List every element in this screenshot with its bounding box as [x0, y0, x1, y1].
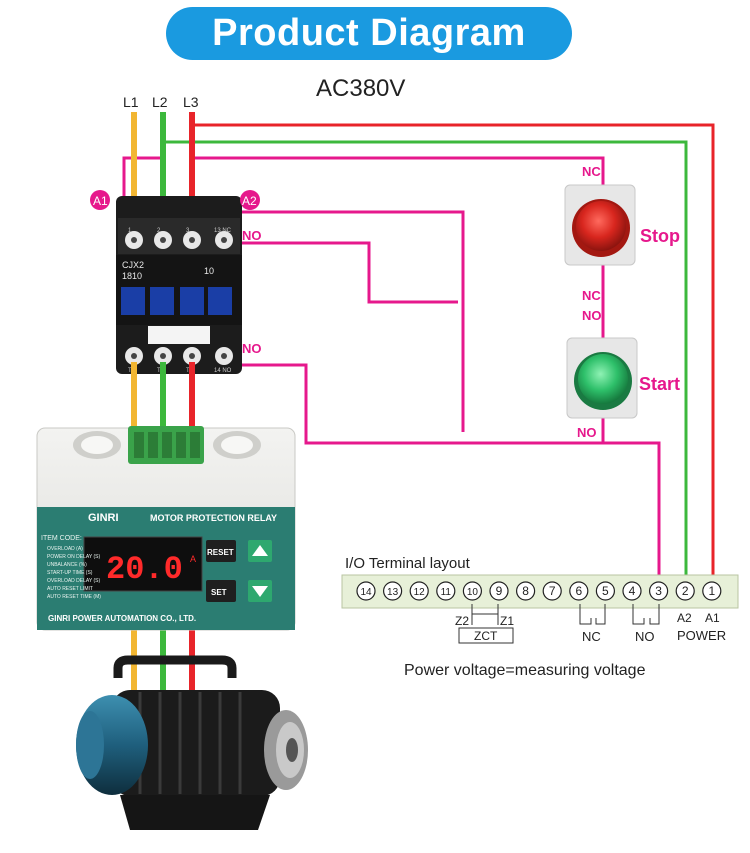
terminal-label-3: 3 [186, 228, 190, 234]
phase-label-l2: L2 [152, 94, 168, 110]
terminal-list: 14 13 12 11 10 9 8 7 6 5 4 3 2 1 [356, 581, 722, 601]
relay-brand: GINRI [88, 512, 119, 524]
wire-l2-power-a2 [163, 140, 688, 580]
terminal-label-2: 2 [157, 228, 161, 234]
terminal-12-label: 12 [414, 587, 426, 598]
terminal-12-circle [409, 581, 429, 601]
label-zct: ZCT [474, 629, 498, 643]
marker-a2 [240, 190, 260, 210]
label-power: POWER [677, 628, 726, 643]
wire-start-no-14 [240, 363, 605, 445]
label-z1: Z1 [500, 614, 514, 628]
terminal-label-1: 1 [128, 228, 132, 234]
relay-display-value: 20.0 [106, 551, 183, 588]
terminal-13-label: 13 [387, 587, 399, 598]
contactor-no-bottom: NO [242, 341, 262, 356]
relay-name: MOTOR PROTECTION RELAY [150, 513, 277, 523]
contactor-no-top: NO [242, 228, 262, 243]
supply-voltage-label: AC380V [316, 75, 405, 102]
terminal-8-circle [515, 581, 536, 601]
terminal-label-14no: 14 NO [214, 368, 232, 374]
voltage-note: Power voltage=measuring voltage [404, 662, 646, 679]
terminal-5-circle [595, 581, 616, 601]
wire-a2-terminal-4 [236, 210, 465, 432]
stop-nc-top: NC [582, 164, 601, 179]
relay-display-unit: A [190, 554, 196, 564]
terminal-10-circle [462, 581, 482, 601]
stop-label: Stop [640, 226, 680, 246]
wire-l3-stop-nc [192, 156, 605, 185]
wire-coil-a1 [122, 156, 134, 205]
motor-illustration [76, 655, 308, 830]
start-button [566, 337, 638, 419]
relay-set-button: SET [211, 588, 227, 597]
relay-item-2: POWER ON DELAY (S) [47, 554, 100, 560]
start-no-bottom: NO [577, 425, 597, 440]
marker-a1 [90, 190, 110, 210]
stop-nc-bottom: NC [582, 288, 601, 303]
marker-a2-text: A2 [242, 194, 257, 208]
terminal-10-label: 10 [467, 587, 479, 598]
terminal-6-circle [569, 581, 589, 601]
terminal-6-label: 6 [575, 584, 582, 598]
relay-item-7: AUTO RESET TIME (M) [47, 594, 101, 600]
terminal-4-label: 4 [629, 584, 636, 598]
wire-13-stop-nc [240, 241, 458, 304]
terminal-9-circle [489, 581, 509, 601]
relay-item-1: OVERLOAD (A) [47, 546, 83, 552]
contactor-model: CJX2 [122, 260, 144, 270]
terminal-3-circle [648, 581, 669, 601]
label-z2: Z2 [455, 614, 469, 628]
stop-button [564, 184, 636, 266]
phase-label-l3: L3 [183, 94, 199, 110]
page-title: Product Diagram [166, 7, 572, 60]
label-a2: A2 [677, 611, 692, 625]
phase-label-l1: L1 [123, 94, 139, 110]
label-no: NO [635, 629, 655, 644]
start-no-top: NO [582, 308, 602, 323]
terminal-1-label: 1 [708, 584, 715, 598]
terminal-11-label: 11 [441, 587, 452, 598]
relay-item-6: AUTO RESET LIMIT [47, 586, 93, 592]
contactor-rating: 10 [204, 266, 214, 276]
terminal-5-label: 5 [602, 584, 609, 598]
relay-item-code-label: ITEM CODE: [41, 535, 82, 542]
marker-a1-text: A1 [93, 194, 108, 208]
relay-reset-button: RESET [207, 548, 234, 557]
terminal-7-label: 7 [549, 584, 556, 598]
wire-l3-power-a1 [192, 123, 715, 580]
terminal-14-label: 14 [360, 587, 372, 598]
wire-start-terminal-3 [603, 441, 661, 580]
contactor: CJX2 1810 10 1 2 3 13 NC T1 T2 T3 14 NO [116, 196, 242, 374]
terminal-9-label: 9 [496, 584, 503, 598]
control-wiring [122, 123, 715, 580]
terminal-label-13nc: 13 NC [214, 228, 232, 234]
terminal-14-circle [356, 581, 376, 601]
terminal-3-label: 3 [655, 584, 662, 598]
start-label: Start [639, 374, 680, 394]
label-nc: NC [582, 629, 601, 644]
label-a1: A1 [705, 611, 720, 625]
relay-item-5: OVERLOAD DELAY (S) [47, 578, 100, 584]
terminal-13-circle [383, 581, 403, 601]
relay-footer: GINRI POWER AUTOMATION CO., LTD. [48, 614, 196, 623]
terminal-annotations [458, 604, 660, 644]
contactor-model-code: 1810 [122, 271, 142, 281]
terminal-2-circle [675, 581, 695, 601]
terminal-layout-heading: I/O Terminal layout [345, 555, 471, 572]
terminal-1-circle [702, 581, 722, 601]
terminal-7-circle [542, 581, 562, 601]
terminal-11-circle [436, 581, 456, 601]
terminal-8-label: 8 [522, 584, 529, 598]
terminal-strip [341, 574, 739, 609]
relay-item-4: START-UP TIME (S) [47, 570, 93, 576]
terminal-4-circle [622, 581, 642, 601]
motor-protection-relay [36, 426, 296, 631]
terminal-2-label: 2 [682, 584, 689, 598]
relay-item-3: UNBALANCE (%) [47, 562, 87, 568]
